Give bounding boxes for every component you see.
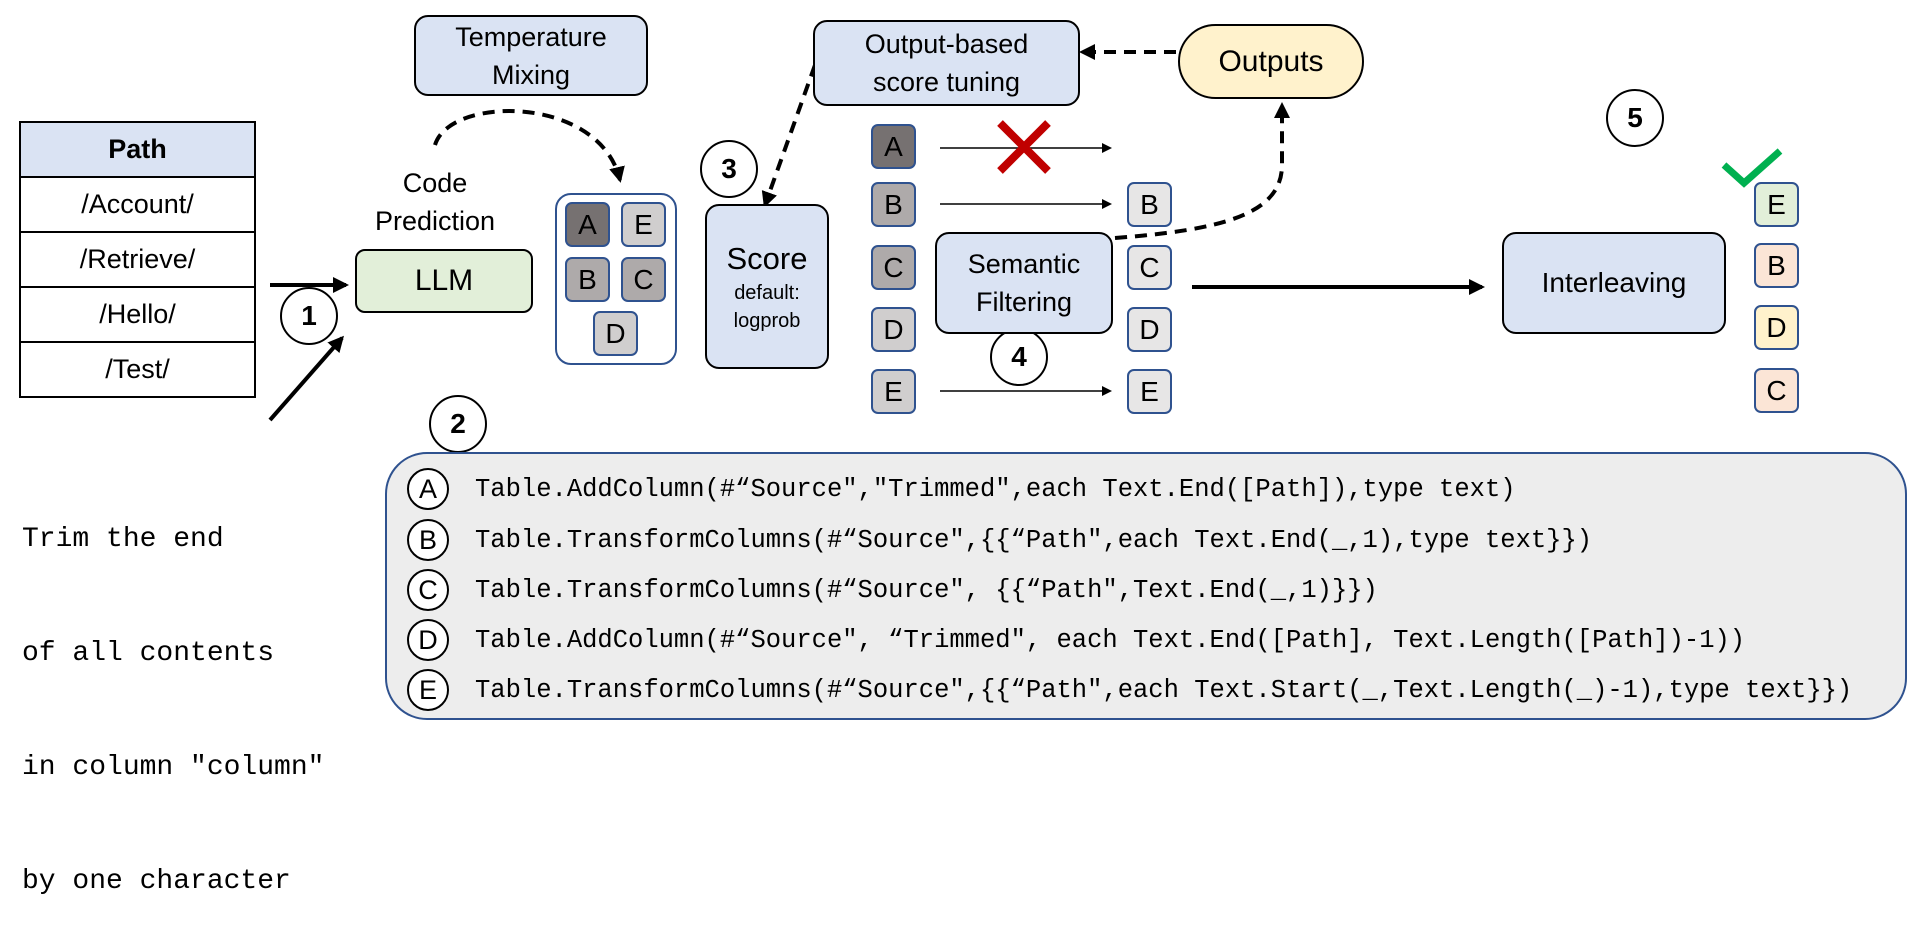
- step-5-badge: 5: [1606, 89, 1664, 147]
- llm-box: LLM: [355, 249, 533, 313]
- score-box: Score default: logprob: [705, 204, 829, 369]
- code-option-label: A: [407, 468, 449, 510]
- candidate-chip: B: [565, 257, 610, 302]
- code-option-row: E Table.TransformColumns(#“Source",{{“Pa…: [407, 667, 1852, 713]
- nl-query-line: of all contents: [22, 638, 275, 669]
- code-prediction-line: Prediction: [374, 206, 496, 236]
- score-sub-line: default:: [734, 281, 800, 304]
- table-row: /Account/: [19, 176, 256, 233]
- candidate-chip: C: [621, 257, 666, 302]
- table-header: Path: [19, 121, 256, 178]
- filter-output-chip: D: [1127, 307, 1172, 352]
- arrow-query-to-llm: [268, 335, 344, 422]
- code-option-label: B: [407, 519, 449, 561]
- code-prediction-label: Code Prediction: [360, 164, 510, 240]
- accept-check-icon: [1721, 148, 1783, 188]
- code-option-text: Table.AddColumn(#“Source", “Trimmed", ea…: [475, 625, 1746, 655]
- semantic-filtering-line: Filtering: [975, 287, 1073, 317]
- reject-icon: [997, 120, 1051, 174]
- candidate-chip: E: [621, 202, 666, 247]
- output-score-tuning-box: Output-based score tuning: [813, 20, 1080, 106]
- temperature-mixing-line: Mixing: [491, 59, 571, 90]
- nl-query-line: Trim the end: [22, 524, 224, 555]
- code-option-label: C: [407, 569, 449, 611]
- candidate-grid: [555, 193, 677, 365]
- step-2-badge: 2: [429, 395, 487, 453]
- semantic-filtering-line: Semantic: [967, 249, 1081, 279]
- code-option-row: B Table.TransformColumns(#“Source",{{“Pa…: [407, 517, 1592, 563]
- step-3-badge: 3: [700, 140, 758, 198]
- candidate-chip: D: [593, 311, 638, 356]
- code-options-panel: A Table.AddColumn(#“Source","Trimmed",ea…: [385, 452, 1907, 720]
- filter-input-chip: A: [871, 124, 916, 169]
- code-option-label: D: [407, 619, 449, 661]
- table-row: /Retrieve/: [19, 231, 256, 288]
- arrow-temperature-mixing: [433, 109, 625, 183]
- connector-layer: [268, 44, 1783, 422]
- candidate-chip: A: [565, 202, 610, 247]
- nl-query: Trim the end of all contents in column "…: [22, 445, 324, 939]
- table-row: /Hello/: [19, 286, 256, 343]
- nl-query-line: in column "column": [22, 752, 325, 783]
- code-option-row: A Table.AddColumn(#“Source","Trimmed",ea…: [407, 466, 1516, 512]
- code-option-text: Table.TransformColumns(#“Source",{{“Path…: [475, 675, 1853, 705]
- step-1-badge: 1: [280, 287, 338, 345]
- temperature-mixing-box: Temperature Mixing: [414, 15, 648, 96]
- semantic-filtering-box: Semantic Filtering: [935, 232, 1113, 334]
- output-score-tuning-line: score tuning: [872, 67, 1021, 97]
- code-option-text: Table.TransformColumns(#“Source", {{“Pat…: [475, 575, 1378, 605]
- filter-output-chip: B: [1127, 182, 1172, 227]
- final-rank-chip: C: [1754, 368, 1799, 413]
- table-row: /Test/: [19, 341, 256, 398]
- final-rank-chip: D: [1754, 305, 1799, 350]
- filter-output-chip: C: [1127, 245, 1172, 290]
- final-rank-chip: E: [1754, 182, 1799, 227]
- step-4-badge: 4: [990, 328, 1048, 386]
- code-option-row: C Table.TransformColumns(#“Source", {{“P…: [407, 567, 1378, 613]
- filter-input-chip: E: [871, 369, 916, 414]
- temperature-mixing-line: Temperature: [455, 21, 607, 52]
- filter-input-chip: B: [871, 182, 916, 227]
- code-prediction-line: Code: [402, 168, 468, 198]
- score-title: Score: [726, 240, 808, 276]
- code-option-text: Table.TransformColumns(#“Source",{{“Path…: [475, 525, 1593, 555]
- score-sub-line: logprob: [733, 309, 801, 332]
- arrow-tuning-to-score: [761, 64, 817, 208]
- interleaving-box: Interleaving: [1502, 232, 1726, 334]
- filter-output-chip: E: [1127, 369, 1172, 414]
- path-table: Path /Account/ /Retrieve/ /Hello/ /Test/: [19, 121, 256, 398]
- filter-input-chip: D: [871, 307, 916, 352]
- output-score-tuning-line: Output-based: [864, 29, 1029, 59]
- final-rank-chip: B: [1754, 243, 1799, 288]
- code-option-label: E: [407, 669, 449, 711]
- code-option-row: D Table.AddColumn(#“Source", “Trimmed", …: [407, 617, 1745, 663]
- filter-input-chip: C: [871, 245, 916, 290]
- nl-query-line: by one character: [22, 866, 291, 897]
- code-option-text: Table.AddColumn(#“Source","Trimmed",each…: [475, 474, 1516, 504]
- outputs-box: Outputs: [1178, 24, 1364, 99]
- arrow-filter-to-outputs: [1114, 102, 1290, 240]
